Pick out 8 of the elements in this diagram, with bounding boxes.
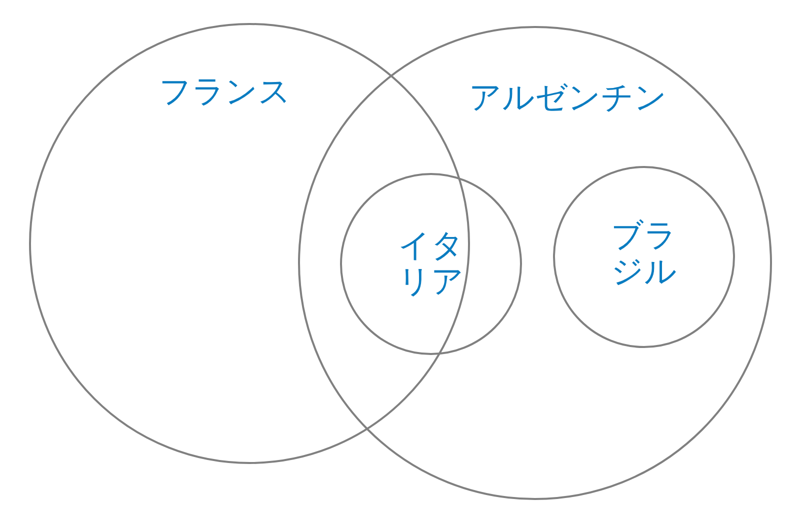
set-circle <box>340 173 522 355</box>
set-circle <box>29 23 470 464</box>
set-label: アルゼンチン <box>468 78 668 114</box>
set-label: ブラジル <box>610 217 678 289</box>
set-label: フランス <box>158 73 292 109</box>
set-label: イタリア <box>397 227 465 299</box>
set-circle <box>553 166 735 348</box>
set-circle <box>298 26 772 500</box>
